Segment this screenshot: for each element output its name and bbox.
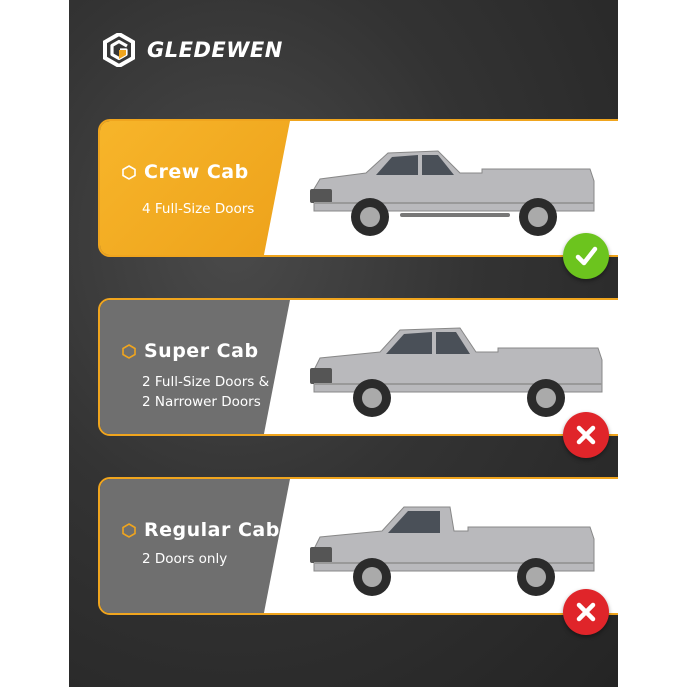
option-title: Regular Cab [144, 519, 280, 541]
option-description: 4 Full-Size Doors [142, 201, 255, 217]
cross-icon [576, 602, 596, 622]
option-title-row: Crew Cab [122, 161, 249, 183]
option-title: Super Cab [144, 340, 259, 362]
background-panel: GLEDEWEN Crew Cab 4 Full-Size Doors Su [69, 0, 618, 687]
compatible-check-badge [563, 233, 609, 279]
crew-cab-truck-image [310, 150, 595, 236]
incompatible-cross-badge [563, 412, 609, 458]
option-description: 2 Full-Size Doors & 2 Narrower Doors [142, 374, 270, 410]
gledewen-logo-icon [103, 33, 135, 67]
hexagon-bullet-icon [122, 343, 136, 359]
brand-name: GLEDEWEN [147, 38, 283, 62]
super-cab-truck-image [310, 327, 603, 417]
cross-icon [576, 425, 596, 445]
option-label-panel [100, 300, 300, 434]
incompatible-cross-badge [563, 589, 609, 635]
option-label-panel [100, 479, 300, 613]
option-card-super-cab: Super Cab 2 Full-Size Doors & 2 Narrower… [98, 298, 618, 436]
option-title-row: Regular Cab [122, 519, 280, 541]
option-title: Crew Cab [144, 161, 249, 183]
hexagon-bullet-icon [122, 522, 136, 538]
regular-cab-truck-image [310, 506, 595, 596]
check-icon [575, 246, 598, 266]
option-label-panel [100, 121, 300, 255]
option-card-regular-cab: Regular Cab 2 Doors only [98, 477, 618, 615]
hexagon-bullet-icon [122, 164, 136, 180]
brand-header: GLEDEWEN [103, 30, 283, 70]
option-title-row: Super Cab [122, 340, 259, 362]
option-description: 2 Doors only [142, 551, 228, 567]
option-card-crew-cab: Crew Cab 4 Full-Size Doors [98, 119, 618, 257]
